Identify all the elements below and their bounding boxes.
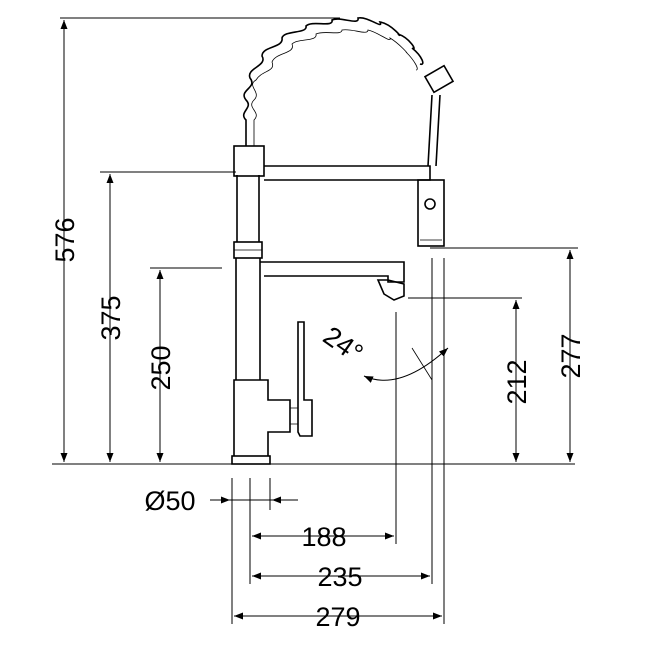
lever-handle [297, 321, 313, 437]
upper-collar [233, 145, 265, 177]
horizontal-spout [260, 261, 405, 283]
lower-body [233, 379, 291, 456]
label-375: 375 [96, 295, 126, 340]
label-277: 277 [556, 333, 586, 378]
angle-arc [363, 347, 449, 383]
base-plate [231, 455, 271, 465]
spray-head [417, 179, 445, 247]
label-576: 576 [50, 217, 80, 262]
faucet-outline [231, 17, 455, 465]
dimension-labels: 576 375 250 212 277 24° Ø50 188 235 279 [50, 217, 586, 632]
label-279: 279 [315, 602, 360, 632]
label-angle: 24° [318, 321, 369, 369]
aerator [376, 279, 405, 301]
spray-button [424, 198, 436, 210]
coil-spring [242, 17, 424, 146]
label-235: 235 [317, 562, 362, 592]
label-diameter: Ø50 [144, 486, 195, 516]
label-212: 212 [502, 359, 532, 404]
dimension-lines [52, 17, 578, 624]
label-188: 188 [301, 522, 346, 552]
spray-hose [427, 94, 441, 167]
label-250: 250 [146, 345, 176, 390]
holder-bar [264, 165, 431, 181]
